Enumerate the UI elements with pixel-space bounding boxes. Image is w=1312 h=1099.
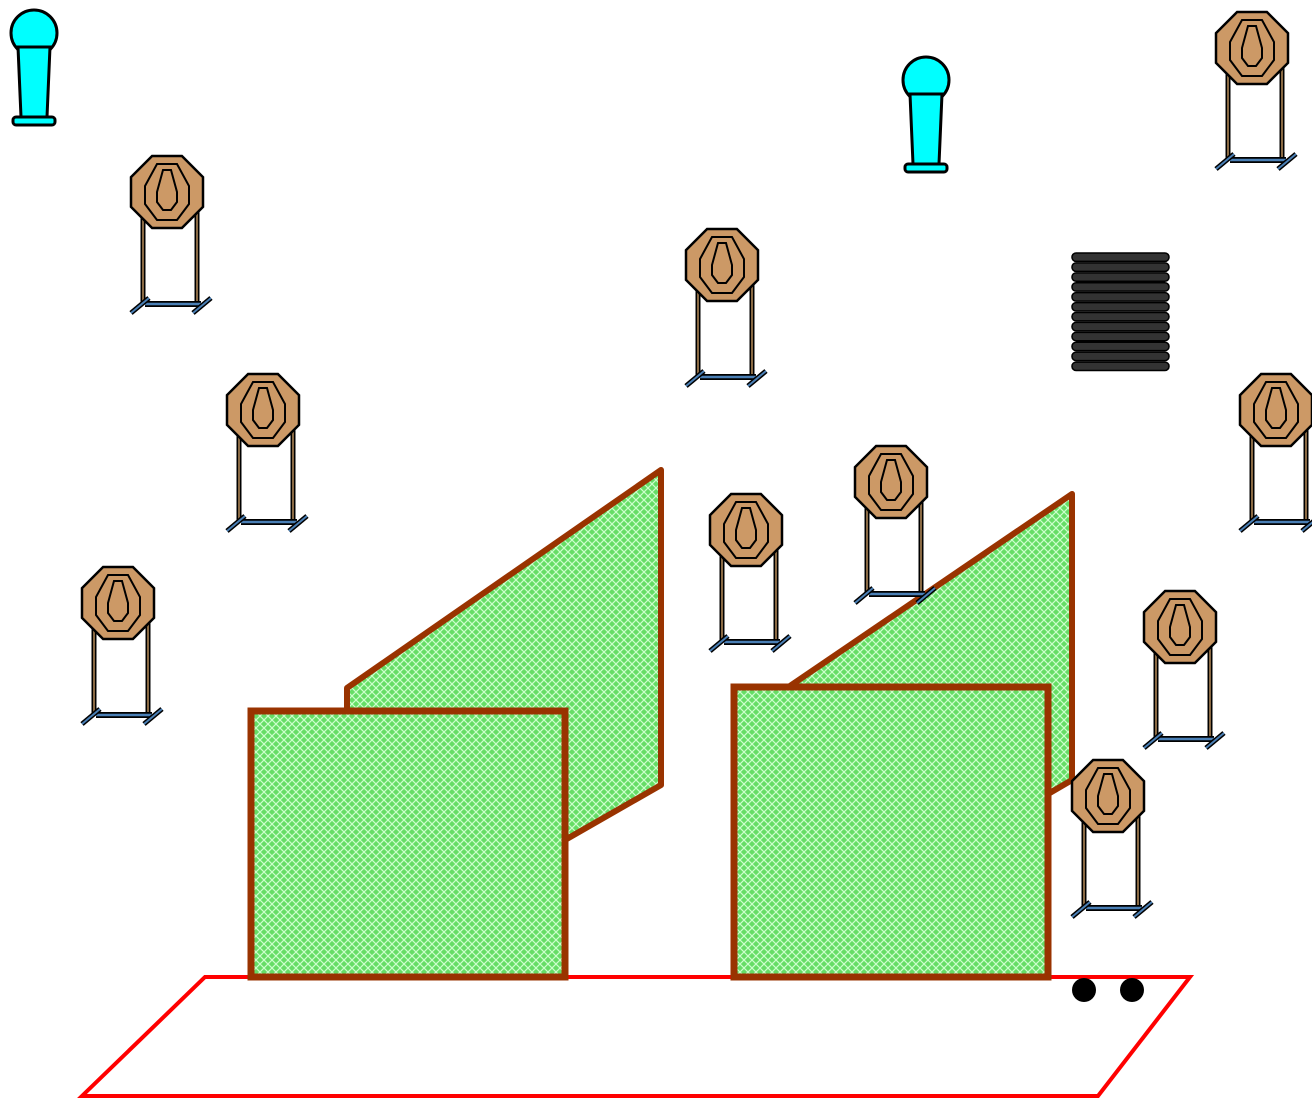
barrel bbox=[1071, 301, 1170, 312]
barrel bbox=[1071, 321, 1170, 332]
paper-target-1 bbox=[1216, 12, 1296, 169]
barrel bbox=[1071, 282, 1170, 292]
paper-target-8 bbox=[82, 567, 162, 724]
paper-target-2 bbox=[131, 156, 211, 313]
barrel bbox=[1071, 291, 1170, 302]
paper-target-9 bbox=[1144, 591, 1224, 748]
barrel bbox=[1071, 272, 1170, 283]
paper-target-7 bbox=[710, 494, 790, 651]
paper-target-5 bbox=[1240, 374, 1312, 531]
wall-left-front-panel bbox=[247, 707, 569, 981]
paper-target-4 bbox=[227, 374, 307, 531]
paper-target-10 bbox=[1072, 760, 1152, 917]
start-marker bbox=[1120, 978, 1144, 1002]
barrel-stack bbox=[1071, 252, 1170, 372]
barrel bbox=[1071, 361, 1170, 372]
wall-right-front-panel bbox=[730, 683, 1052, 981]
popper-2 bbox=[901, 55, 951, 174]
barrel bbox=[1071, 341, 1170, 352]
barrel bbox=[1071, 331, 1170, 342]
barrel bbox=[1071, 252, 1170, 263]
paper-target-6 bbox=[855, 446, 935, 603]
paper-target-3 bbox=[686, 229, 766, 386]
start-marker bbox=[1072, 978, 1096, 1002]
popper-1 bbox=[9, 8, 59, 127]
barrel bbox=[1071, 311, 1170, 322]
barrel bbox=[1071, 351, 1170, 362]
barrel bbox=[1071, 262, 1170, 273]
shooting-box bbox=[77, 975, 1195, 1098]
